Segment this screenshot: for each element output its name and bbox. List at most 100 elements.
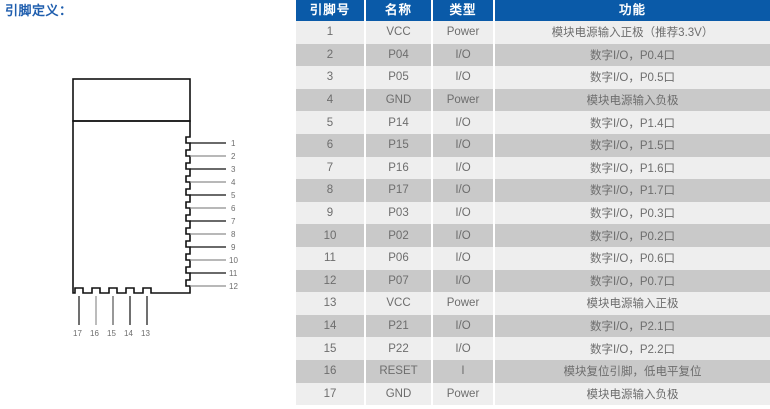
cell-pin-no: 16 bbox=[296, 359, 366, 383]
cell-type: I/O bbox=[432, 337, 495, 360]
cell-pin-no: 2 bbox=[296, 43, 366, 67]
cell-name: P07 bbox=[365, 269, 433, 293]
cell-type: I bbox=[432, 359, 495, 383]
pin-number-16: 16 bbox=[90, 329, 99, 338]
cell-name: GND bbox=[365, 88, 433, 112]
cell-pin-no: 12 bbox=[296, 269, 366, 293]
cell-function: 数字I/O，P0.7口 bbox=[494, 269, 770, 293]
cell-name: P14 bbox=[365, 111, 433, 134]
cell-type: Power bbox=[432, 292, 495, 315]
cell-type: I/O bbox=[432, 201, 495, 225]
cell-type: I/O bbox=[432, 133, 495, 157]
pin-number-7: 7 bbox=[231, 217, 236, 226]
pin-number-4: 4 bbox=[231, 178, 236, 187]
cell-type: I/O bbox=[432, 66, 495, 89]
cell-type: I/O bbox=[432, 246, 495, 270]
cell-function: 数字I/O，P2.2口 bbox=[494, 337, 770, 360]
cell-type: I/O bbox=[432, 156, 495, 180]
cell-name: P16 bbox=[365, 156, 433, 180]
pin-number-13: 13 bbox=[141, 329, 150, 338]
right-pin-leaders bbox=[190, 142, 226, 287]
cell-function: 数字I/O，P0.5口 bbox=[494, 66, 770, 89]
page-title: 引脚定义： bbox=[5, 3, 73, 18]
pin-number-15: 15 bbox=[107, 329, 116, 338]
cell-function: 模块电源输入正极（推荐3.3V） bbox=[494, 21, 770, 44]
cell-function: 模块电源输入正极 bbox=[494, 292, 770, 315]
cell-pin-no: 1 bbox=[296, 21, 366, 44]
cell-type: I/O bbox=[432, 179, 495, 202]
cell-name: RESET bbox=[365, 359, 433, 383]
cell-function: 数字I/O，P1.6口 bbox=[494, 156, 770, 180]
right-pin-numbers: 1 2 3 4 5 6 7 8 9 10 11 12 bbox=[229, 139, 238, 291]
pin-number-3: 3 bbox=[231, 165, 236, 174]
cell-pin-no: 13 bbox=[296, 292, 366, 315]
cell-function: 模块电源输入负极 bbox=[494, 382, 770, 406]
column-header-pin-no: 引脚号 bbox=[296, 0, 366, 21]
pin-number-12: 12 bbox=[229, 282, 238, 291]
cell-function: 数字I/O，P1.7口 bbox=[494, 179, 770, 202]
column-header-type: 类型 bbox=[432, 0, 495, 21]
cell-name: P05 bbox=[365, 66, 433, 89]
cell-pin-no: 6 bbox=[296, 133, 366, 157]
pin-number-5: 5 bbox=[231, 191, 236, 200]
cell-function: 模块电源输入负极 bbox=[494, 88, 770, 112]
cell-function: 数字I/O，P0.3口 bbox=[494, 201, 770, 225]
cell-type: Power bbox=[432, 88, 495, 112]
pin-number-11: 11 bbox=[229, 269, 238, 278]
column-header-name: 名称 bbox=[365, 0, 433, 21]
cell-pin-no: 17 bbox=[296, 382, 366, 406]
cell-name: P02 bbox=[365, 224, 433, 247]
cell-pin-no: 11 bbox=[296, 246, 366, 270]
cell-type: Power bbox=[432, 382, 495, 406]
cell-name: GND bbox=[365, 382, 433, 406]
cell-function: 数字I/O，P2.1口 bbox=[494, 314, 770, 338]
cell-name: P06 bbox=[365, 246, 433, 270]
table-header-row: 引脚号 名称 类型 功能 bbox=[296, 0, 770, 21]
cell-name: VCC bbox=[365, 292, 433, 315]
cell-function: 数字I/O，P1.4口 bbox=[494, 111, 770, 134]
cell-function: 模块复位引脚，低电平复位 bbox=[494, 359, 770, 383]
cell-type: I/O bbox=[432, 314, 495, 338]
column-header-function: 功能 bbox=[494, 0, 770, 21]
cell-pin-no: 4 bbox=[296, 88, 366, 112]
cell-pin-no: 10 bbox=[296, 224, 366, 247]
bottom-pin-numbers: 17 16 15 14 13 bbox=[73, 329, 150, 338]
pin-number-6: 6 bbox=[231, 204, 236, 213]
cell-name: VCC bbox=[365, 21, 433, 44]
pin-number-1: 1 bbox=[231, 139, 236, 148]
cell-type: I/O bbox=[432, 43, 495, 67]
cell-type: I/O bbox=[432, 224, 495, 247]
pin-number-10: 10 bbox=[229, 256, 238, 265]
cell-name: P04 bbox=[365, 43, 433, 67]
cell-type: Power bbox=[432, 21, 495, 44]
cell-function: 数字I/O，P0.4口 bbox=[494, 43, 770, 67]
cell-function: 数字I/O，P0.6口 bbox=[494, 246, 770, 270]
bottom-pin-leaders bbox=[78, 296, 148, 325]
pin-number-14: 14 bbox=[124, 329, 133, 338]
cell-name: P03 bbox=[365, 201, 433, 225]
pin-number-2: 2 bbox=[231, 152, 236, 161]
pin-number-9: 9 bbox=[231, 243, 236, 252]
cell-pin-no: 7 bbox=[296, 156, 366, 180]
cell-type: I/O bbox=[432, 111, 495, 134]
cell-name: P22 bbox=[365, 337, 433, 360]
pin-number-17: 17 bbox=[73, 329, 82, 338]
cell-pin-no: 15 bbox=[296, 337, 366, 360]
cell-pin-no: 9 bbox=[296, 201, 366, 225]
